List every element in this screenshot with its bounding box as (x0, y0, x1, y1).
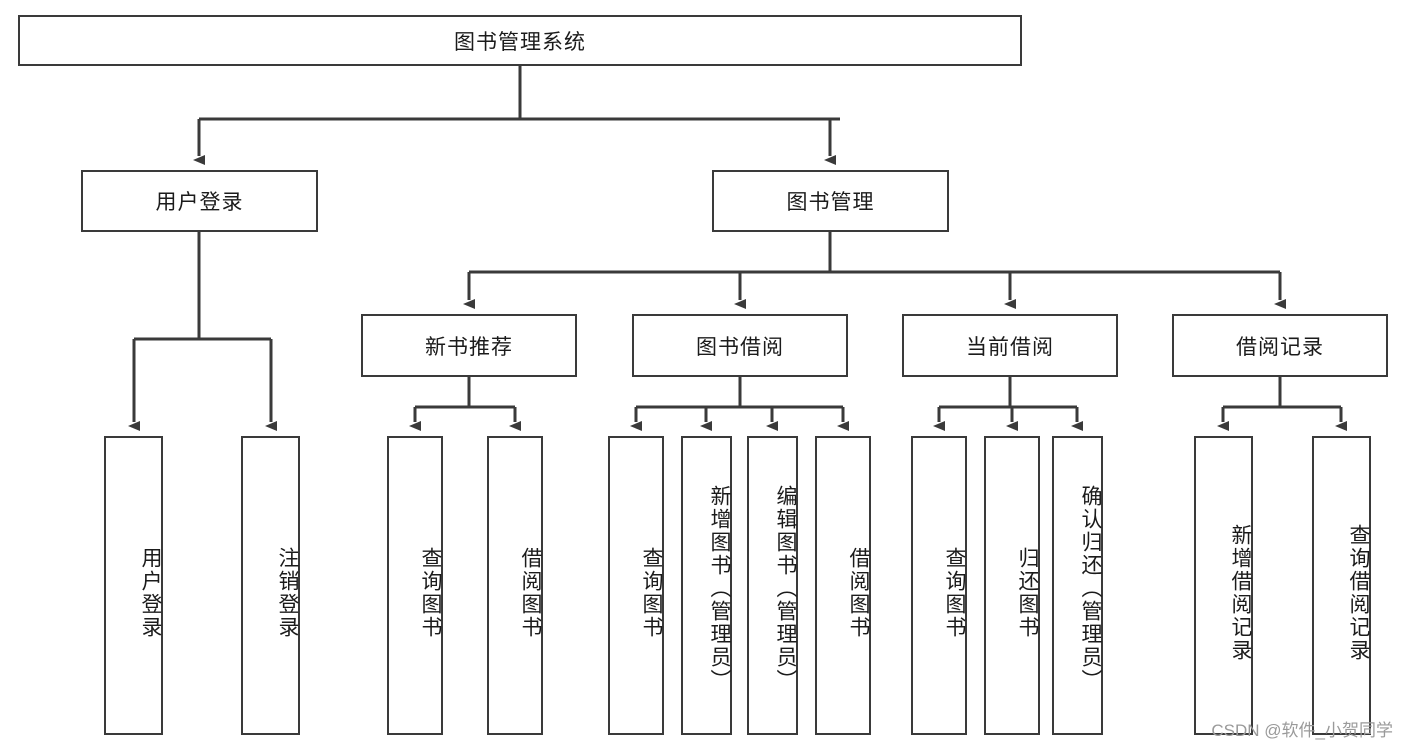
node-root[interactable]: 图书管理系统 (18, 15, 1022, 66)
node-leaf-add-record-label: 新增借阅记录 (1229, 523, 1252, 662)
node-leaf-confirm-return-label: 确认归还（管理员） (1079, 485, 1102, 692)
node-leaf-add-record[interactable]: 新增借阅记录 (1194, 436, 1253, 735)
node-borrow-record[interactable]: 借阅记录 (1172, 314, 1388, 377)
node-new-book-rec-label: 新书推荐 (425, 335, 513, 359)
node-leaf-borrow-book-2[interactable]: 借阅图书 (815, 436, 871, 735)
node-leaf-logout[interactable]: 注销登录 (241, 436, 300, 735)
node-leaf-borrow-book-2-label: 借阅图书 (847, 546, 870, 639)
node-leaf-query-book-2[interactable]: 查询图书 (608, 436, 664, 735)
node-root-label: 图书管理系统 (454, 30, 586, 54)
node-leaf-return-book[interactable]: 归还图书 (984, 436, 1040, 735)
node-leaf-query-book-3[interactable]: 查询图书 (911, 436, 967, 735)
node-book-borrow[interactable]: 图书借阅 (632, 314, 848, 377)
node-user-login[interactable]: 用户登录 (81, 170, 318, 232)
node-leaf-user-login-label: 用户登录 (139, 546, 162, 639)
node-current-borrow-label: 当前借阅 (966, 335, 1054, 359)
node-leaf-logout-label: 注销登录 (276, 546, 299, 639)
node-book-manage[interactable]: 图书管理 (712, 170, 949, 232)
node-user-login-label: 用户登录 (155, 191, 244, 214)
node-leaf-borrow-book-1-label: 借阅图书 (519, 546, 542, 639)
node-book-manage-label: 图书管理 (786, 191, 875, 214)
node-leaf-return-book-label: 归还图书 (1016, 546, 1039, 639)
node-leaf-query-book-1-label: 查询图书 (419, 546, 442, 639)
node-leaf-query-record[interactable]: 查询借阅记录 (1312, 436, 1371, 735)
node-leaf-query-book-3-label: 查询图书 (943, 546, 966, 639)
node-leaf-query-record-label: 查询借阅记录 (1347, 523, 1370, 662)
node-leaf-query-book-2-label: 查询图书 (640, 546, 663, 639)
node-book-borrow-label: 图书借阅 (696, 335, 784, 359)
node-leaf-edit-book-label: 编辑图书（管理员） (774, 485, 797, 692)
node-leaf-borrow-book-1[interactable]: 借阅图书 (487, 436, 543, 735)
node-borrow-record-label: 借阅记录 (1236, 335, 1324, 359)
node-leaf-user-login[interactable]: 用户登录 (104, 436, 163, 735)
node-leaf-confirm-return[interactable]: 确认归还（管理员） (1052, 436, 1103, 735)
node-leaf-edit-book[interactable]: 编辑图书（管理员） (747, 436, 798, 735)
node-current-borrow[interactable]: 当前借阅 (902, 314, 1118, 377)
node-leaf-add-book[interactable]: 新增图书（管理员） (681, 436, 732, 735)
node-new-book-rec[interactable]: 新书推荐 (361, 314, 577, 377)
node-leaf-query-book-1[interactable]: 查询图书 (387, 436, 443, 735)
node-leaf-add-book-label: 新增图书（管理员） (708, 485, 731, 692)
